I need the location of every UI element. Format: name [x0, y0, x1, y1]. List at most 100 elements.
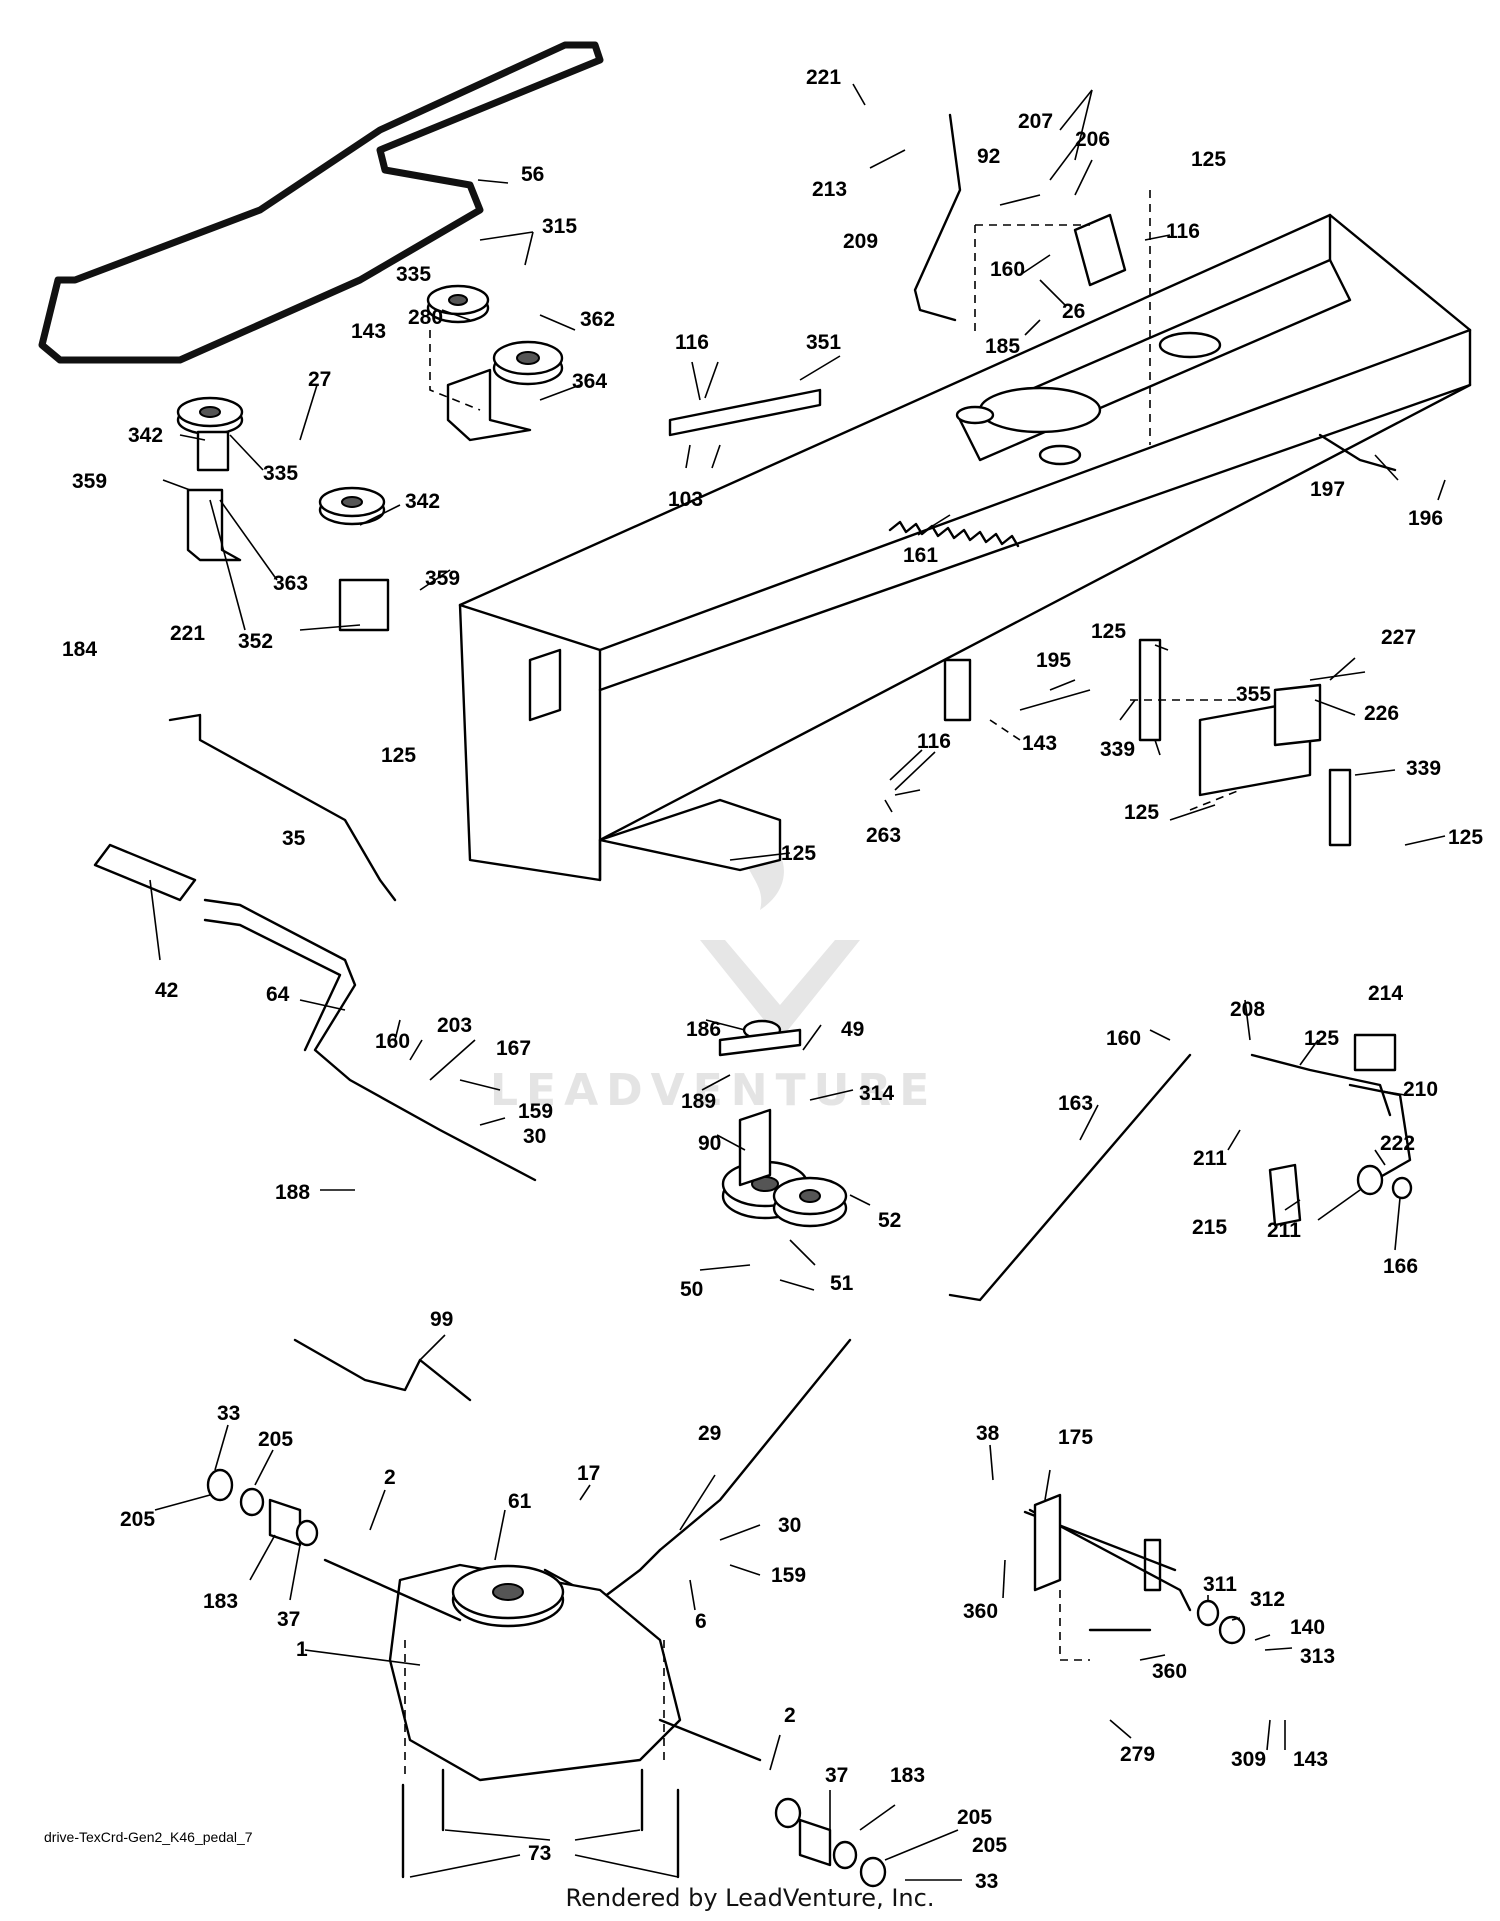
- callout-116: 116: [675, 331, 709, 354]
- callout-90: 90: [698, 1132, 721, 1155]
- callout-221: 221: [806, 66, 841, 89]
- callout-125: 125: [381, 744, 416, 767]
- callout-208: 208: [1230, 998, 1265, 1021]
- callout-49: 49: [841, 1018, 864, 1041]
- callout-103: 103: [668, 488, 703, 511]
- callout-315: 315: [542, 215, 577, 238]
- callout-160: 160: [1106, 1027, 1141, 1050]
- callout-27: 27: [308, 368, 331, 391]
- callout-214: 214: [1368, 982, 1403, 1005]
- callout-339: 339: [1100, 738, 1135, 761]
- callout-185: 185: [985, 335, 1020, 358]
- callout-2: 2: [384, 1466, 396, 1489]
- callout-355: 355: [1236, 683, 1271, 706]
- callout-189: 189: [681, 1090, 716, 1113]
- callout-42: 42: [155, 979, 178, 1002]
- callout-215: 215: [1192, 1216, 1227, 1239]
- callout-143: 143: [1293, 1748, 1328, 1771]
- callout-205: 205: [258, 1428, 293, 1451]
- drive-belt: [38, 41, 604, 364]
- callout-26: 26: [1062, 300, 1085, 323]
- transaxle: [323, 1558, 762, 1782]
- callout-161: 161: [903, 544, 938, 567]
- callout-314: 314: [859, 1082, 894, 1105]
- callout-125: 125: [1191, 148, 1226, 171]
- callout-206: 206: [1075, 128, 1110, 151]
- callout-186: 186: [686, 1018, 721, 1041]
- callout-184: 184: [62, 638, 97, 661]
- callout-183: 183: [203, 1590, 238, 1613]
- callout-6: 6: [695, 1610, 707, 1633]
- callout-2: 2: [784, 1704, 796, 1727]
- callout-61: 61: [508, 1490, 532, 1513]
- callout-30: 30: [523, 1125, 546, 1148]
- callout-125: 125: [1091, 620, 1126, 643]
- callout-312: 312: [1250, 1588, 1285, 1611]
- callout-213: 213: [812, 178, 847, 201]
- callout-159: 159: [518, 1100, 553, 1123]
- callout-359: 359: [72, 470, 107, 493]
- callout-226: 226: [1364, 702, 1399, 725]
- callout-362: 362: [580, 308, 615, 331]
- callout-64: 64: [266, 983, 290, 1006]
- callout-313: 313: [1300, 1645, 1335, 1668]
- callout-37: 37: [277, 1608, 300, 1631]
- leadventure-watermark-icon: [700, 840, 860, 1040]
- pedal-linkage-shaft: [1028, 1493, 1246, 1645]
- callout-205: 205: [972, 1834, 1007, 1857]
- callout-183: 183: [890, 1764, 925, 1787]
- callout-38: 38: [976, 1422, 1000, 1445]
- callout-52: 52: [878, 1209, 901, 1232]
- callout-33: 33: [217, 1402, 240, 1425]
- callout-209: 209: [843, 230, 878, 253]
- callout-125: 125: [1448, 826, 1483, 849]
- callout-197: 197: [1310, 478, 1345, 501]
- callout-159: 159: [771, 1564, 806, 1587]
- callout-143: 143: [351, 320, 386, 343]
- leader-lines: [149, 83, 1446, 1881]
- callout-37: 37: [825, 1764, 848, 1787]
- callout-364: 364: [572, 370, 607, 393]
- callout-207: 207: [1018, 110, 1053, 133]
- callout-280: 280: [408, 306, 443, 329]
- callout-363: 363: [273, 572, 308, 595]
- callout-33: 33: [975, 1870, 998, 1893]
- alignment-dashes: [404, 190, 1241, 1780]
- callout-116: 116: [917, 730, 951, 753]
- render-credit: Rendered by LeadVenture, Inc.: [565, 1884, 935, 1912]
- callout-309: 309: [1231, 1748, 1266, 1771]
- axle-hardware: [206, 1468, 887, 1888]
- callout-125: 125: [781, 842, 816, 865]
- callout-263: 263: [866, 824, 901, 847]
- callout-359: 359: [425, 567, 460, 590]
- tension-spring: [888, 520, 1020, 548]
- callout-335: 335: [263, 462, 298, 485]
- callout-56: 56: [521, 163, 544, 186]
- callout-342: 342: [405, 490, 440, 513]
- callout-360: 360: [963, 1600, 998, 1623]
- callout-195: 195: [1036, 649, 1071, 672]
- callout-211: 211: [1193, 1147, 1227, 1170]
- callout-175: 175: [1058, 1426, 1093, 1449]
- shift-knob: [93, 843, 197, 902]
- callout-1: 1: [296, 1638, 308, 1661]
- callout-125: 125: [1124, 801, 1159, 824]
- callout-227: 227: [1381, 626, 1416, 649]
- callout-360: 360: [1152, 1660, 1187, 1683]
- callout-205: 205: [957, 1806, 992, 1829]
- diagram-id-label: drive-TexCrd-Gen2_K46_pedal_7: [44, 1829, 253, 1845]
- callout-51: 51: [830, 1272, 854, 1295]
- callout-29: 29: [698, 1422, 721, 1445]
- callout-166: 166: [1383, 1255, 1418, 1278]
- callout-17: 17: [577, 1462, 600, 1485]
- callout-30: 30: [778, 1514, 801, 1537]
- callout-205: 205: [120, 1508, 155, 1531]
- callout-116: 116: [1166, 220, 1200, 243]
- callout-160: 160: [375, 1030, 410, 1053]
- callout-311: 311: [1203, 1573, 1237, 1596]
- callout-35: 35: [282, 827, 306, 850]
- callout-163: 163: [1058, 1092, 1093, 1115]
- callout-342: 342: [128, 424, 163, 447]
- watermark-text: LEADVENTURE: [490, 1065, 937, 1116]
